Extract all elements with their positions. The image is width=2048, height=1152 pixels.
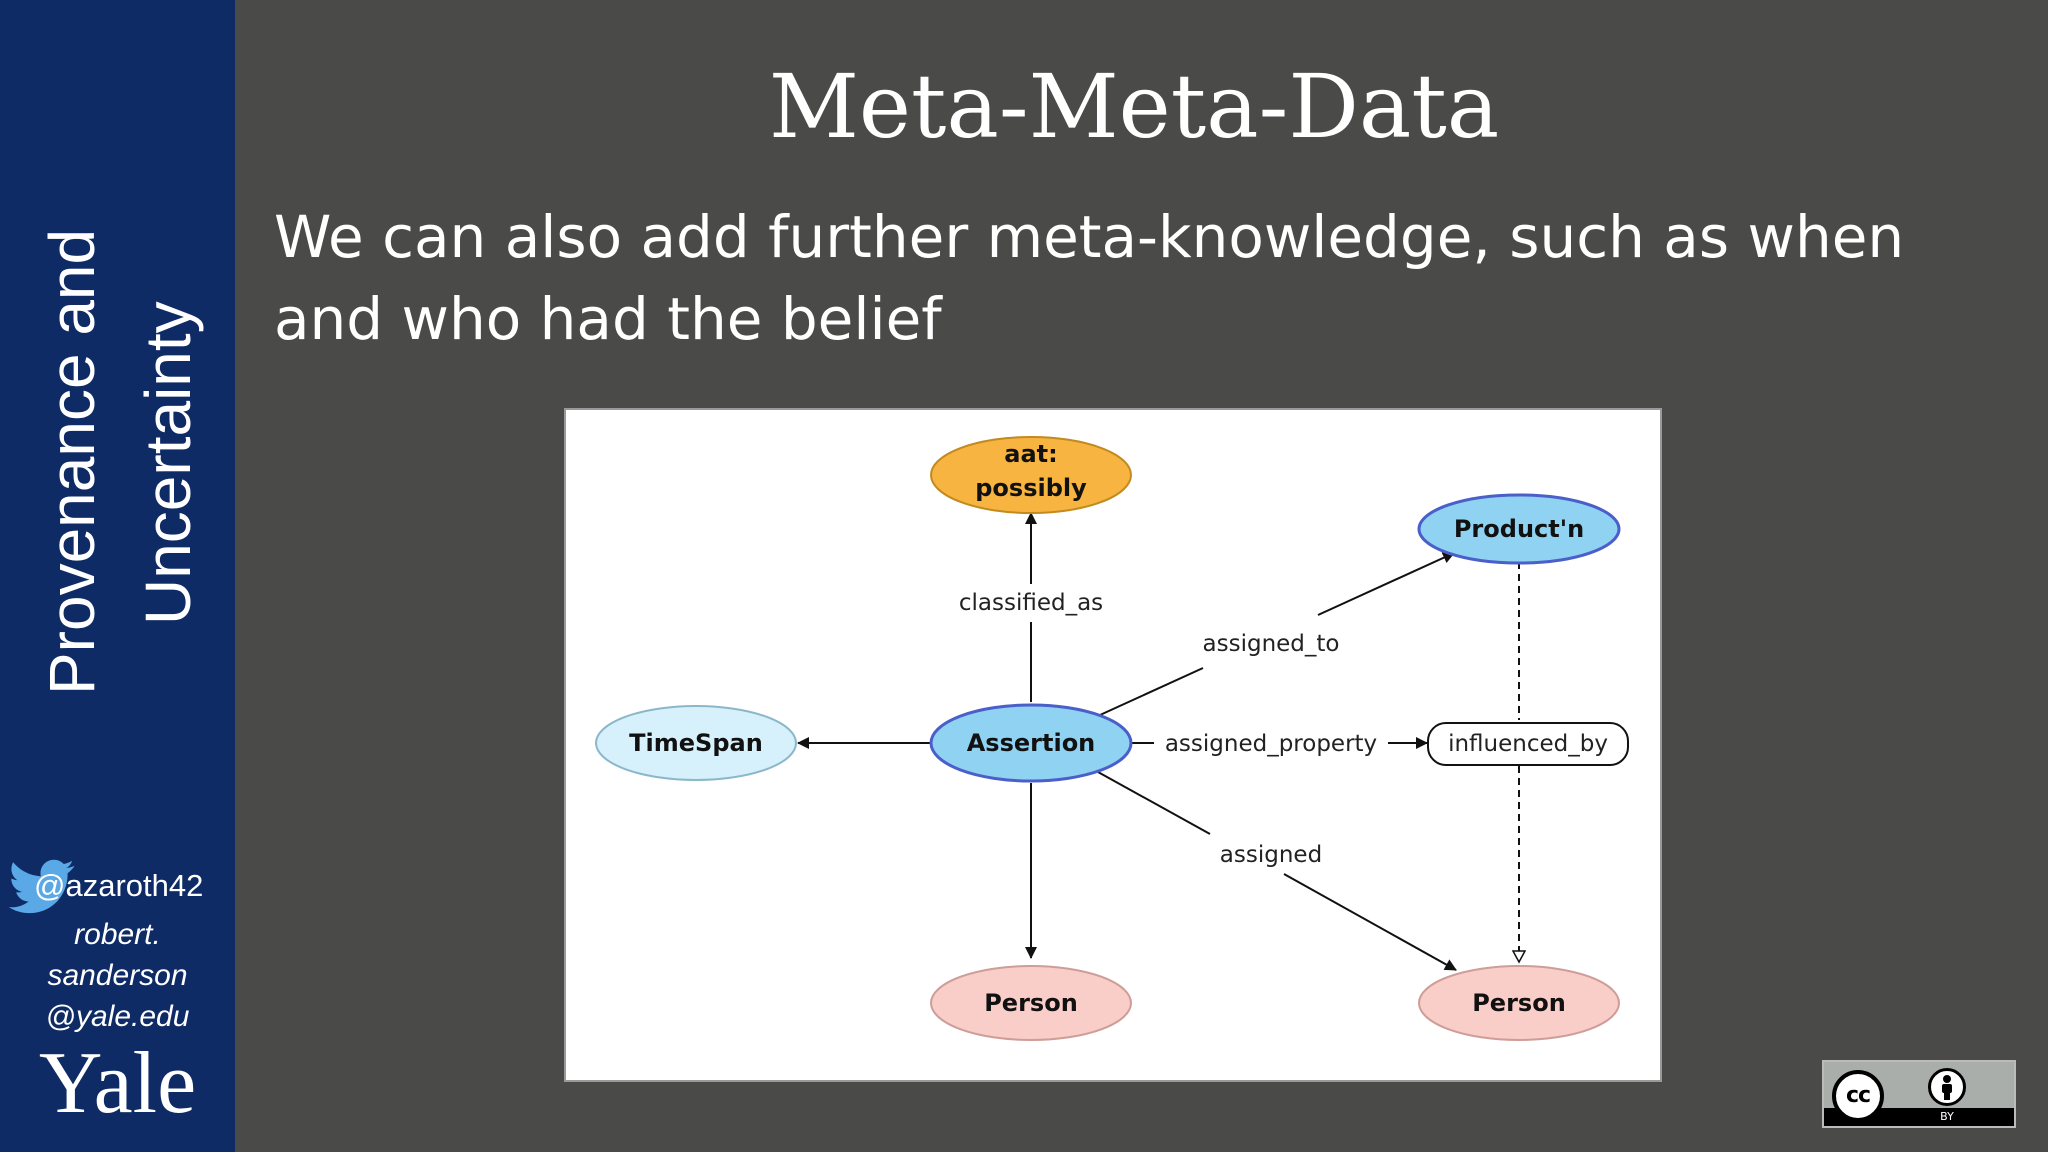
node-assertion-label: Assertion	[967, 729, 1096, 757]
node-timespan	[595, 705, 797, 781]
sidebar: Provenance and Uncertainty @azaroth42 ro…	[0, 0, 235, 1152]
edge-assigned-lower	[1283, 873, 1457, 971]
vertical-title-line1: Provenance and	[36, 229, 108, 695]
node-assertion	[929, 703, 1133, 783]
diagram-canvas: aat: possibly Product'n TimeSpan Asserti…	[595, 436, 1629, 1041]
email-line1: robert.	[74, 918, 161, 951]
node-aat-label2: possibly	[975, 474, 1087, 502]
email-address[interactable]: robert. sanderson @yale.edu	[0, 914, 235, 1037]
edge-assigned-to-lower	[1099, 667, 1204, 716]
node-person-left-label: Person	[984, 989, 1078, 1017]
node-aat-possibly	[930, 436, 1132, 514]
node-timespan-label: TimeSpan	[629, 729, 763, 757]
attribution-figure-icon	[1942, 1075, 1952, 1100]
edge-assigned-to-upper	[1317, 552, 1455, 616]
edge-label-classified-as: classified_as	[959, 590, 1103, 616]
yale-logo: Yale	[38, 1035, 197, 1132]
email-line2: sanderson	[47, 959, 188, 992]
edge-label-assigned-property: assigned_property	[1165, 731, 1377, 757]
node-person-right	[1418, 965, 1620, 1041]
edge-label-assigned-to: assigned_to	[1203, 631, 1340, 657]
node-influenced-by	[1427, 722, 1629, 766]
slide-title: Meta-Meta-Data	[768, 55, 1500, 158]
twitter-row: @azaroth42	[8, 858, 230, 914]
vertical-title: Provenance and Uncertainty	[36, 229, 204, 695]
cc-icon-text: cc	[1845, 1083, 1871, 1108]
node-person-right-label: Person	[1472, 989, 1566, 1017]
twitter-handle[interactable]: @azaroth42	[34, 868, 204, 903]
diagram-panel: aat: possibly Product'n TimeSpan Asserti…	[564, 408, 1662, 1082]
edge-label-assigned: assigned	[1220, 842, 1322, 868]
attribution-person-icon	[1928, 1068, 1966, 1106]
cc-icon: cc	[1832, 1070, 1884, 1122]
slide-subtitle: We can also add further meta-knowledge, …	[274, 203, 1905, 353]
node-production	[1417, 493, 1621, 565]
vertical-title-line2: Uncertainty	[132, 301, 204, 625]
edge-assigned-upper	[1097, 771, 1211, 835]
node-influenced-by-label: influenced_by	[1448, 731, 1608, 757]
cc-by-license-badge[interactable]: cc BY	[1822, 1060, 2016, 1128]
node-person-left	[930, 965, 1132, 1041]
node-aat-label1: aat:	[1004, 440, 1057, 468]
node-production-label: Product'n	[1454, 515, 1584, 543]
twitter-bird-icon	[8, 859, 75, 914]
by-label: BY	[1940, 1110, 1954, 1123]
email-line3: @yale.edu	[45, 1000, 190, 1033]
